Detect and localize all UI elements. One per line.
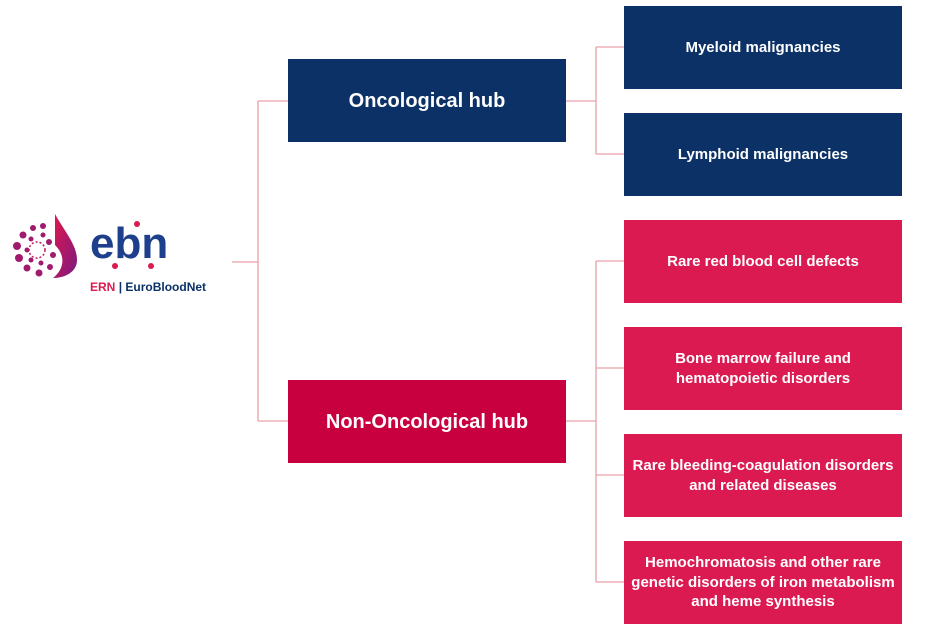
eurobloodnet-logo: ebn ERN | EuroBloodNet (5, 212, 230, 302)
logo-ern: ERN (90, 280, 116, 294)
bleeding-coagulation-box: Rare bleeding-coagulation disorders and … (624, 434, 902, 517)
non-oncological-hub: Non-Oncological hub (288, 380, 566, 463)
oncological-hub: Oncological hub (288, 59, 566, 142)
bone-marrow-failure-box: Bone marrow failure and hematopoietic di… (624, 327, 902, 410)
logo-wordmark: ebn (90, 219, 168, 268)
logo-name: EuroBloodNet (125, 280, 207, 294)
myeloid-malignancies-box: Myeloid malignancies (624, 6, 902, 89)
hemochromatosis-box: Hemochromatosis and other rare genetic d… (624, 541, 902, 624)
logo-caption: ERN | EuroBloodNet (90, 280, 206, 294)
blood-drop-icon: ebn (13, 214, 168, 278)
red-blood-cell-defects-box: Rare red blood cell defects (624, 220, 902, 303)
lymphoid-malignancies-box: Lymphoid malignancies (624, 113, 902, 196)
logo-separator: | (118, 280, 123, 294)
